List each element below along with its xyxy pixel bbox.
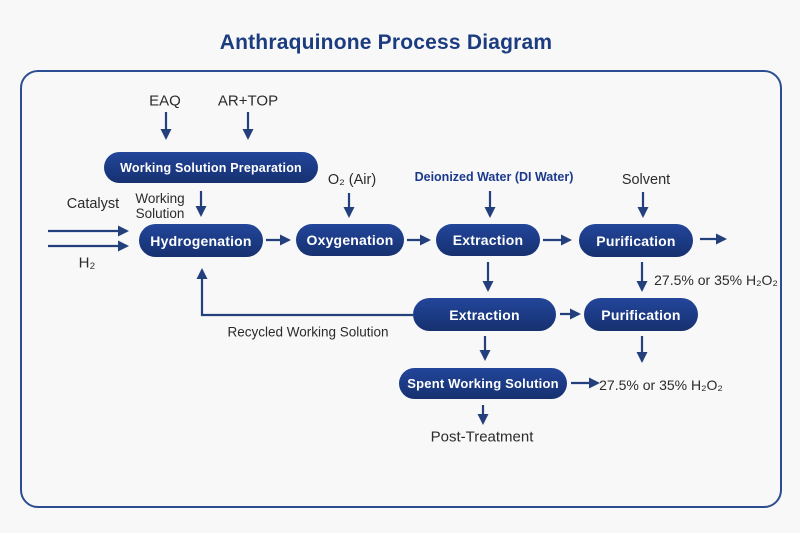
diagram-title: Anthraquinone Process Diagram xyxy=(219,31,553,54)
label-ar-top: AR+TOP xyxy=(217,92,279,110)
node-hydrogenation: Hydrogenation xyxy=(139,224,263,257)
label-solvent: Solvent xyxy=(621,172,671,188)
label-deionized-water: Deionized Water (DI Water) xyxy=(414,170,574,184)
node-working-solution-preparation: Working Solution Preparation xyxy=(104,152,318,183)
node-extraction-top: Extraction xyxy=(436,224,540,256)
label-post-treatment: Post-Treatment xyxy=(430,428,534,446)
node-purification-mid: Purification xyxy=(584,298,698,331)
label-eaq: EAQ xyxy=(149,92,181,110)
label-working-solution-line1: Working xyxy=(135,191,185,206)
label-recycled-working-solution: Recycled Working Solution xyxy=(227,324,389,340)
label-h2: H₂ xyxy=(78,254,96,272)
label-working-solution: Working Solution xyxy=(135,191,184,221)
node-spent-working-solution: Spent Working Solution xyxy=(399,368,567,399)
node-purification-top: Purification xyxy=(579,224,693,257)
label-working-solution-line2: Solution xyxy=(135,206,185,221)
diagram-frame xyxy=(20,70,782,508)
label-h2o2-top: 27.5% or 35% H₂O₂ xyxy=(654,272,778,288)
label-catalyst: Catalyst xyxy=(66,196,120,212)
label-h2o2-bottom: 27.5% or 35% H₂O₂ xyxy=(599,377,723,393)
node-oxygenation: Oxygenation xyxy=(296,224,404,256)
label-o2-air: O₂ (Air) xyxy=(327,172,377,188)
node-extraction-mid: Extraction xyxy=(413,298,556,331)
